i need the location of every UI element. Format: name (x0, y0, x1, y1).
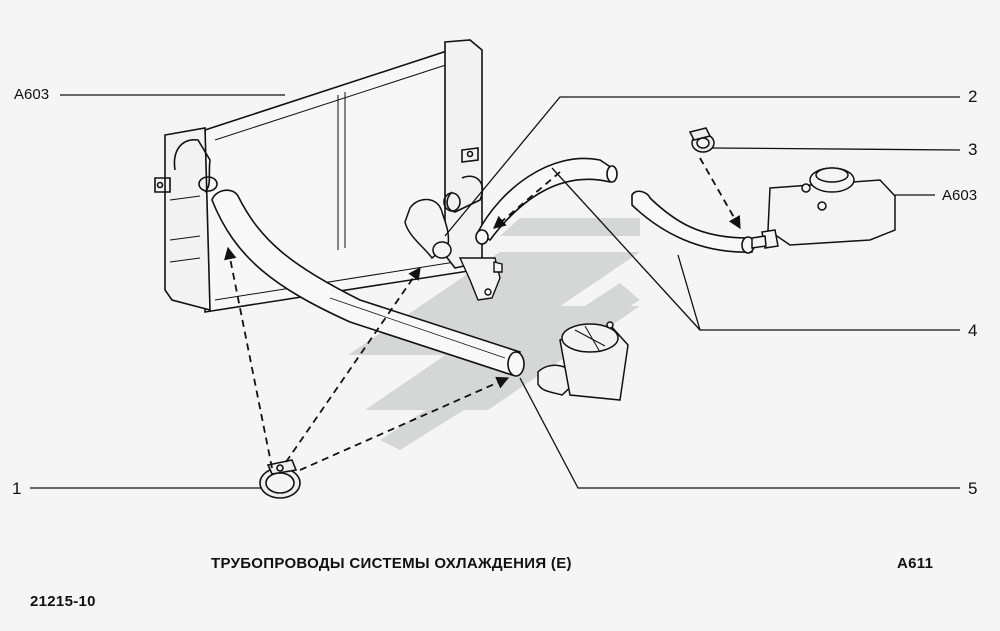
leader-lines (30, 94, 961, 489)
thermostat-housing-icon (537, 321, 629, 401)
expansion-tank-icon (751, 167, 896, 249)
callout-radiator-ref: А603 (14, 86, 50, 103)
diagram-title: ТРУБОПРОВОДЫ СИСТЕМЫ ОХЛАЖДЕНИЯ (Е) (211, 555, 572, 572)
hose-clamp-icon (259, 459, 301, 499)
radiator-icon (154, 39, 484, 313)
callout-1: 1 (12, 479, 22, 498)
page-code: А611 (897, 555, 934, 572)
hose-clamp-small-icon (688, 127, 715, 153)
callout-2: 2 (968, 87, 978, 106)
callout-tank-ref: А603 (942, 187, 978, 204)
tee-fitting-icon (458, 257, 503, 301)
expansion-tank-hose-icon (631, 190, 755, 254)
assembly-arrows (224, 157, 741, 471)
callout-4: 4 (968, 321, 978, 340)
radiator-outlet-hose-icon (404, 198, 452, 260)
lower-radiator-hose-icon (211, 189, 525, 377)
callout-3: 3 (968, 140, 978, 159)
callout-5: 5 (968, 479, 978, 498)
bypass-hose-icon (475, 157, 618, 245)
model-code: 21215-10 (30, 593, 96, 610)
